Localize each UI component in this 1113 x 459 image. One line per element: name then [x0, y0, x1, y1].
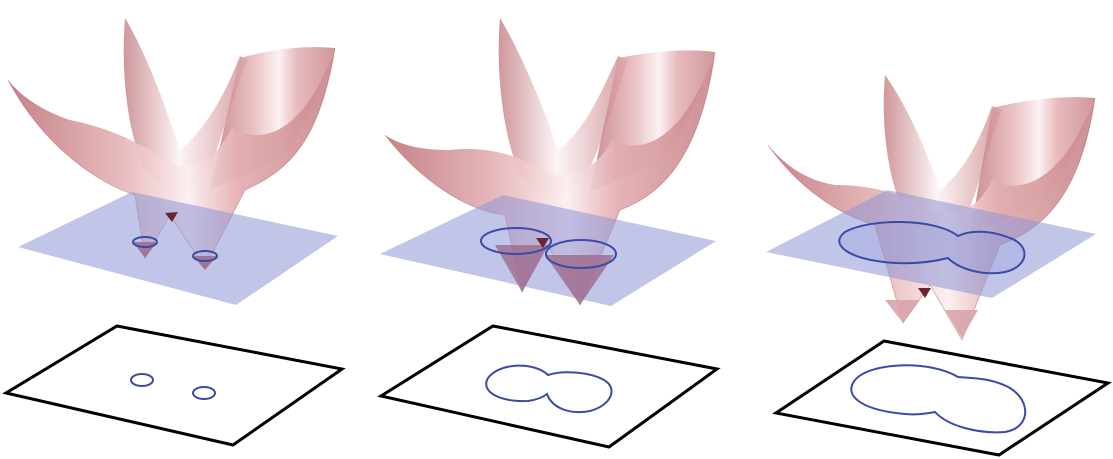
projected-curve-merged	[850, 364, 1027, 434]
panel-2	[377, 18, 721, 449]
projection-frame	[2, 324, 346, 447]
surface-back-left	[498, 18, 628, 200]
projection-frame	[772, 339, 1112, 457]
cut-plane	[766, 190, 1096, 298]
cone-tip-right	[945, 310, 978, 338]
cone-tip-left	[885, 300, 920, 323]
surface-main	[8, 48, 335, 268]
panel-1	[2, 18, 346, 447]
level-curve-right	[192, 250, 218, 262]
saddle-point	[165, 212, 178, 222]
saddle-point	[918, 288, 931, 298]
saddle-point	[536, 238, 549, 248]
level-curve-left	[132, 236, 158, 248]
projected-curve-right	[192, 386, 216, 400]
level-curve-right	[545, 239, 617, 269]
projected-curve-merged	[485, 364, 613, 413]
level-curve-merged	[838, 221, 1026, 275]
cut-plane	[18, 192, 338, 305]
cone-tip-left	[495, 245, 548, 292]
projection-frame	[377, 324, 721, 449]
level-curve-left	[480, 227, 552, 255]
surface-main	[385, 52, 715, 305]
projected-curve-left	[130, 373, 154, 387]
panel-3	[766, 75, 1112, 457]
